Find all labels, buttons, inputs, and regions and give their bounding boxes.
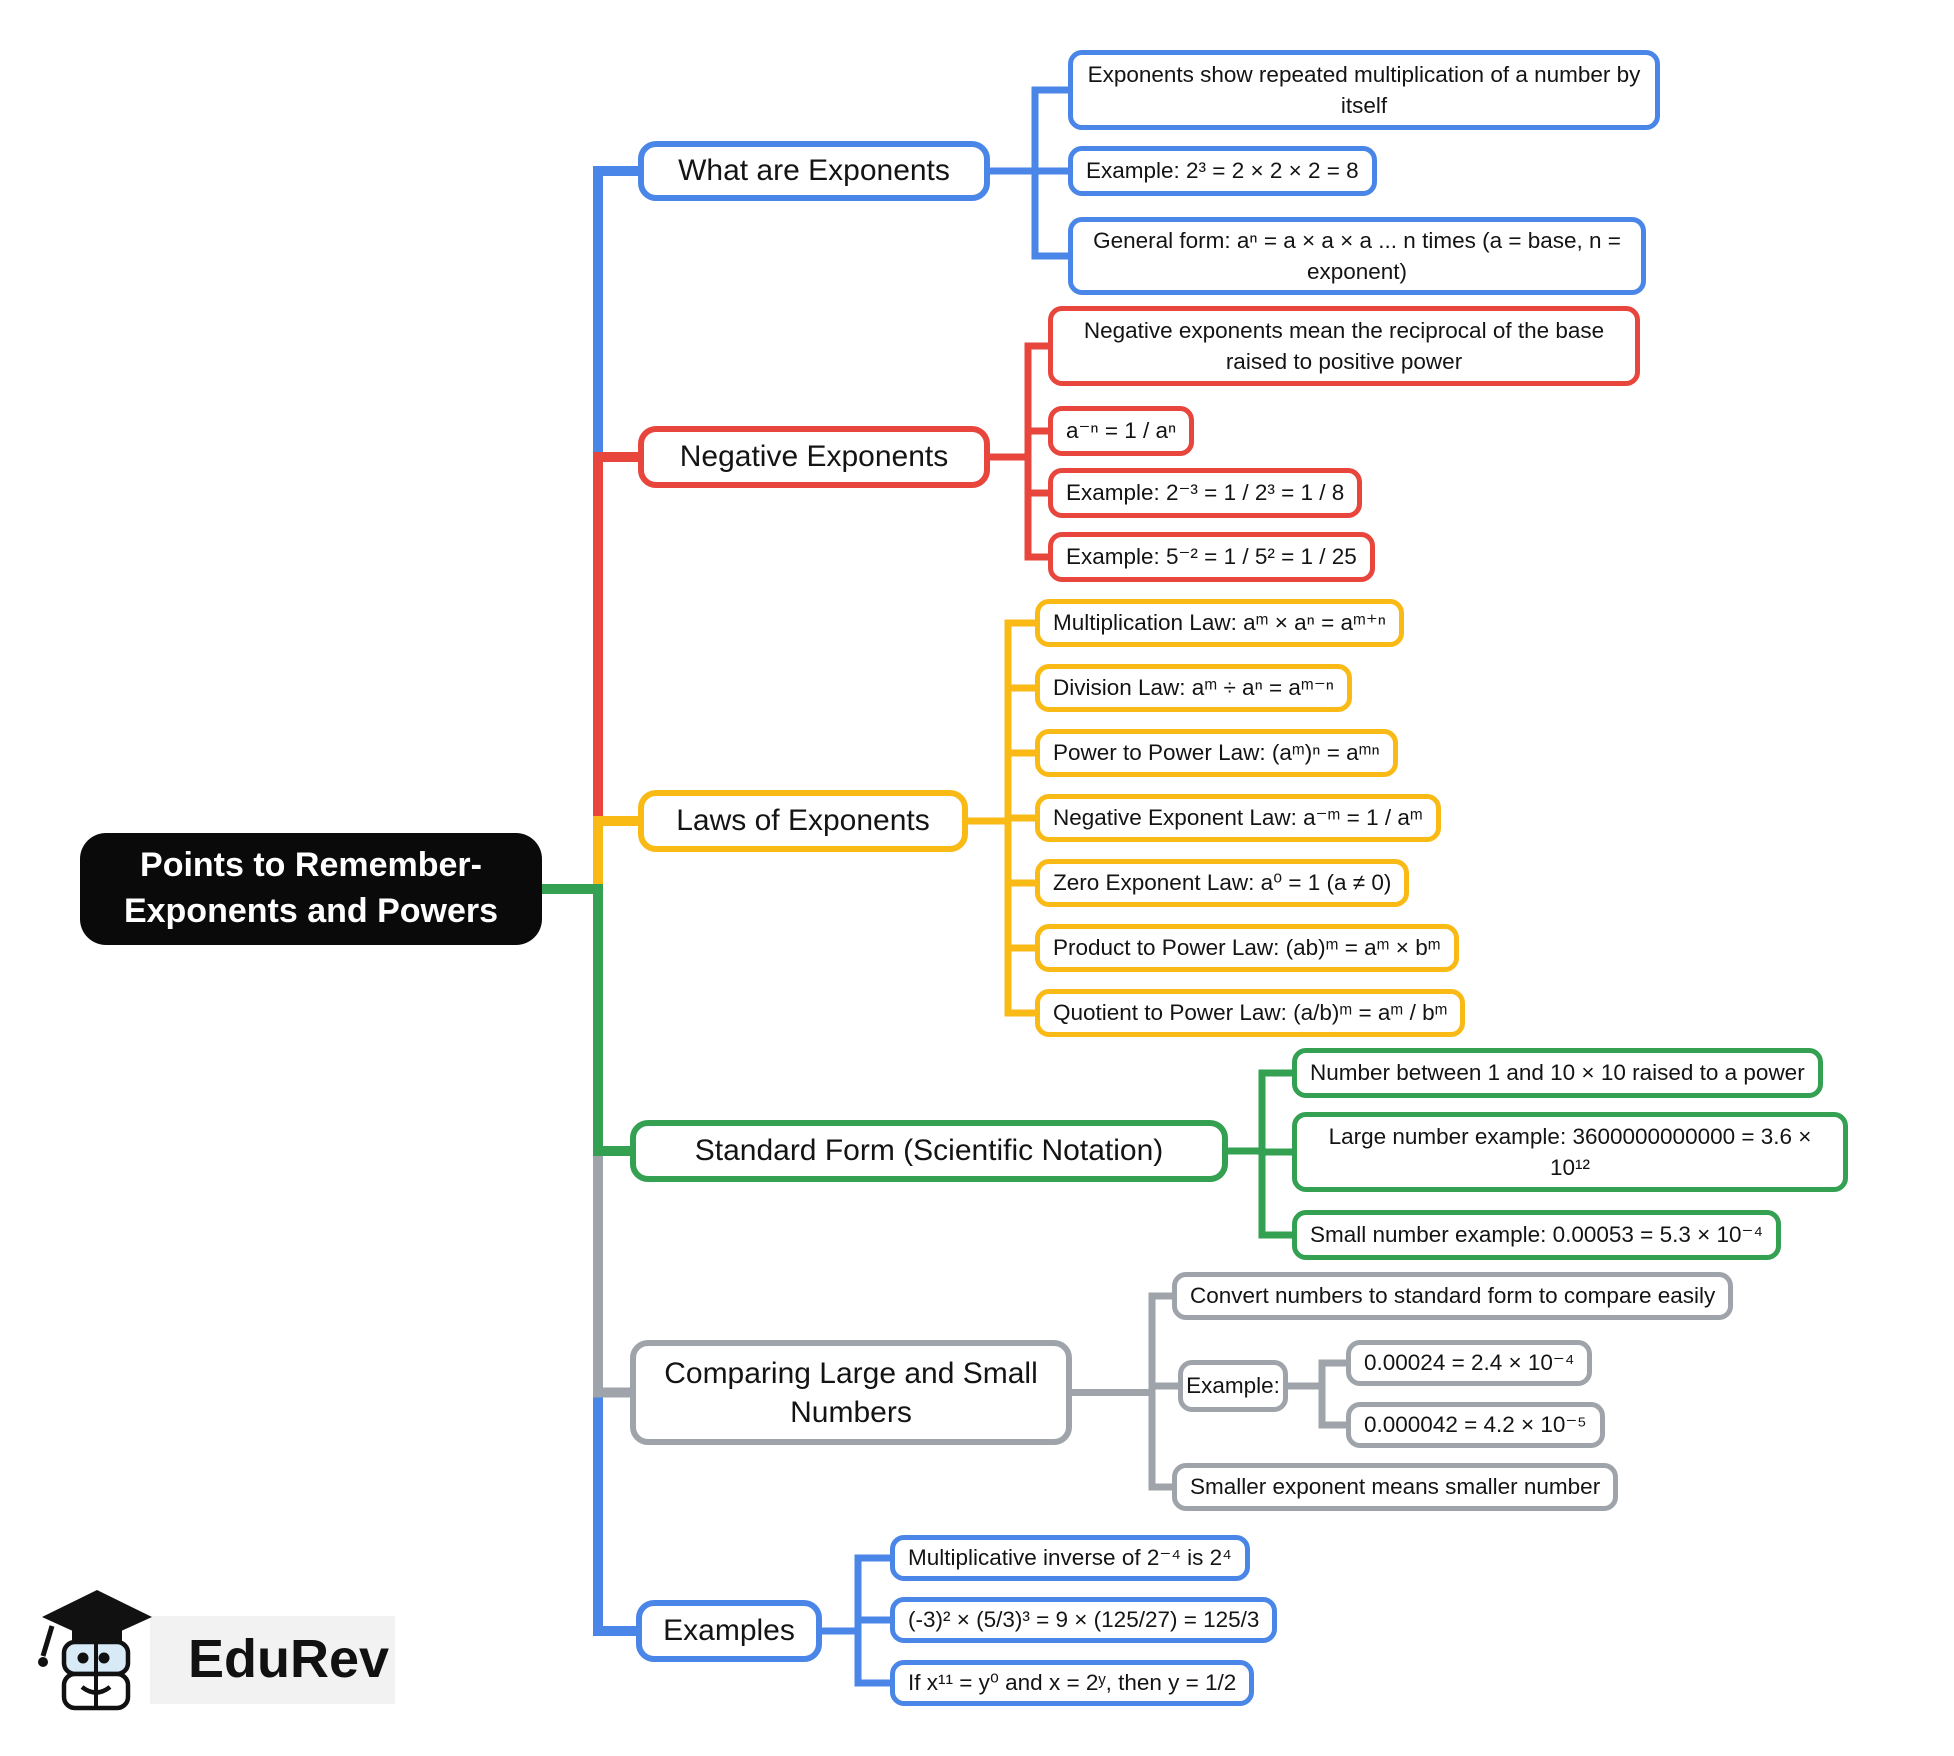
leaf-node-comparing-numbers-1: Example:	[1178, 1360, 1288, 1412]
leaf-node-standard-form-1: Large number example: 3600000000000 = 3.…	[1292, 1112, 1848, 1192]
leaf-node-examples-0: Multiplicative inverse of 2⁻⁴ is 2⁴	[890, 1535, 1250, 1581]
connector-line	[990, 342, 1048, 461]
connector-line	[542, 884, 630, 1156]
leaf-node-comparing-numbers-0: Convert numbers to standard form to comp…	[1172, 1272, 1734, 1320]
connector-line	[542, 166, 638, 894]
edurev-wordmark: EduRev	[188, 1629, 390, 1689]
leaf-node-standard-form-0: Number between 1 and 10 × 10 raised to a…	[1292, 1048, 1823, 1098]
connector-line	[990, 86, 1068, 175]
connector-line	[1228, 1069, 1292, 1155]
branch-node-standard-form: Standard Form (Scientific Notation)	[630, 1120, 1228, 1182]
edurev-mascot-icon	[38, 1590, 152, 1711]
leaf-node-negative-exponents-2: Example: 2⁻³ = 1 / 2³ = 1 / 8	[1048, 468, 1363, 518]
leaf-node-laws-of-exponents-6: Quotient to Power Law: (a/b)ᵐ = aᵐ / bᵐ	[1035, 989, 1466, 1037]
logo-backdrop	[150, 1616, 395, 1704]
leaf-node-what-are-exponents-1: Example: 2³ = 2 × 2 × 2 = 8	[1068, 146, 1377, 196]
connector-line	[1072, 1389, 1172, 1491]
leaf-node-laws-of-exponents-4: Zero Exponent Law: a⁰ = 1 (a ≠ 0)	[1035, 859, 1410, 907]
leaf-node-laws-of-exponents-3: Negative Exponent Law: a⁻ᵐ = 1 / aᵐ	[1035, 794, 1441, 842]
root-title-line1: Points to Remember-	[140, 846, 482, 885]
leaf-node-examples-2: If x¹¹ = y⁰ and x = 2ʸ, then y = 1/2	[890, 1660, 1255, 1706]
leaf-node-laws-of-exponents-0: Multiplication Law: aᵐ × aⁿ = aᵐ⁺ⁿ	[1035, 599, 1404, 647]
leaf-node-laws-of-exponents-2: Power to Power Law: (aᵐ)ⁿ = aᵐⁿ	[1035, 729, 1398, 777]
connector-line	[1288, 1382, 1346, 1429]
branch-node-negative-exponents: Negative Exponents	[638, 426, 990, 488]
branch-node-what-are-exponents: What are Exponents	[638, 141, 990, 201]
leaf-node-examples-1: (-3)² × (5/3)³ = 9 × (125/27) = 125/3	[890, 1597, 1278, 1643]
leaf-node-what-are-exponents-2: General form: aⁿ = a × a × a ... n times…	[1068, 217, 1646, 295]
connector-line	[1072, 1292, 1172, 1396]
root-title-line2: Exponents and Powers	[123, 892, 499, 930]
connector-line	[990, 453, 1048, 561]
leaf-node-comparing-numbers-1-0: 0.00024 = 2.4 × 10⁻⁴	[1346, 1340, 1593, 1386]
leaf-node-comparing-numbers-1-1: 0.000042 = 4.2 × 10⁻⁵	[1346, 1402, 1605, 1448]
connector-line	[1228, 1147, 1292, 1239]
leaf-node-laws-of-exponents-1: Division Law: aᵐ ÷ aⁿ = aᵐ⁻ⁿ	[1035, 664, 1352, 712]
connector-line	[990, 427, 1048, 461]
leaf-node-laws-of-exponents-5: Product to Power Law: (ab)ᵐ = aᵐ × bᵐ	[1035, 924, 1459, 972]
branch-node-comparing-numbers: Comparing Large and Small Numbers	[630, 1340, 1072, 1445]
leaf-node-negative-exponents-1: a⁻ⁿ = 1 / aⁿ	[1048, 406, 1195, 456]
branch-node-examples: Examples	[636, 1600, 822, 1662]
connector-line	[968, 817, 1035, 1017]
leaf-node-comparing-numbers-2: Smaller exponent means smaller number	[1172, 1463, 1619, 1511]
branch-node-laws-of-exponents: Laws of Exponents	[638, 790, 968, 852]
leaf-node-what-are-exponents-0: Exponents show repeated multiplication o…	[1068, 50, 1660, 130]
leaf-node-standard-form-2: Small number example: 0.00053 = 5.3 × 10…	[1292, 1210, 1782, 1260]
connector-line	[968, 619, 1035, 825]
leaf-node-negative-exponents-0: Negative exponents mean the reciprocal o…	[1048, 306, 1640, 386]
leaf-node-negative-exponents-3: Example: 5⁻² = 1 / 5² = 1 / 25	[1048, 532, 1375, 582]
connector-line	[822, 1627, 890, 1687]
connector-line	[968, 749, 1035, 825]
connector-line	[542, 884, 636, 1636]
connector-line	[542, 884, 630, 1398]
connector-line	[990, 167, 1068, 260]
root-node: Points to Remember- Exponents and Powers	[80, 833, 542, 945]
connector-line	[968, 817, 1035, 887]
connector-line	[542, 816, 638, 894]
connector-line	[990, 453, 1048, 497]
